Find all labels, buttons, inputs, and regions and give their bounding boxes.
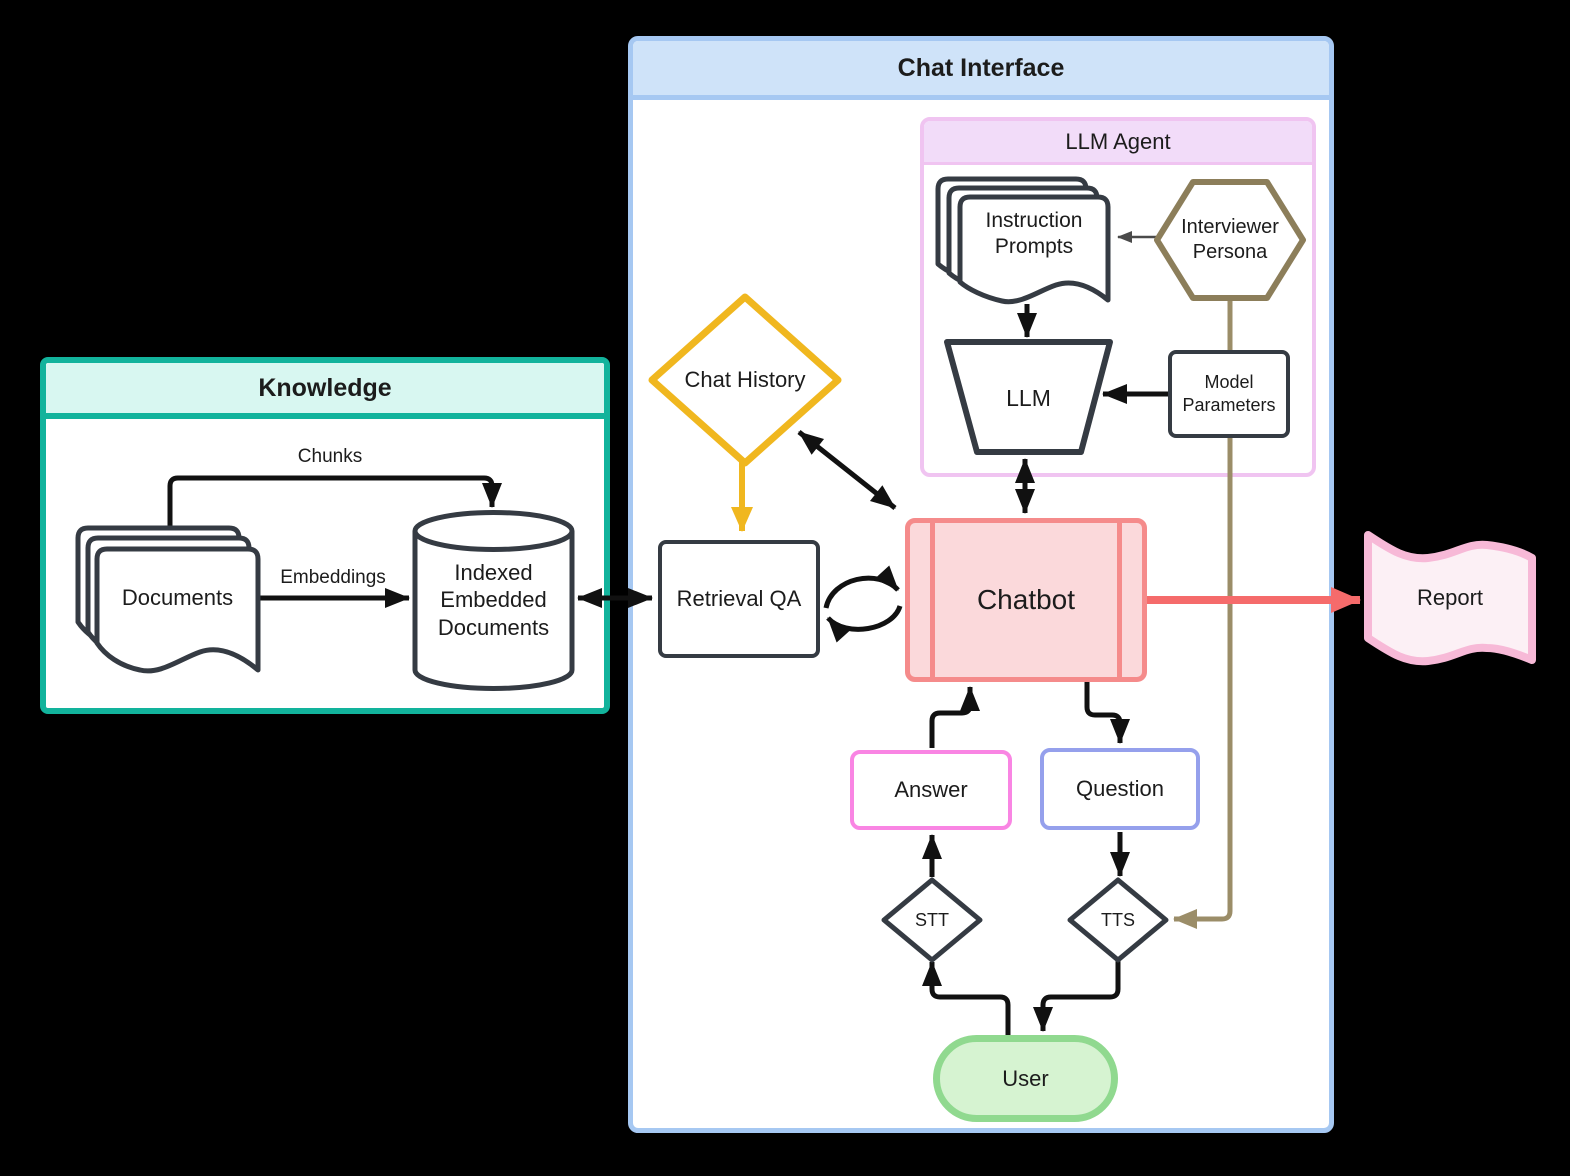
- llm-label: LLM: [1006, 384, 1051, 411]
- chatbot-inner-line-left: [930, 523, 935, 677]
- retrieval-qa-label: Retrieval QA: [676, 586, 802, 611]
- interviewer-persona-label: Interviewer Persona: [1181, 216, 1279, 263]
- answer-node: Answer: [850, 750, 1012, 830]
- user-node: User: [933, 1035, 1118, 1122]
- answer-label: Answer: [894, 777, 968, 802]
- model-parameters-node: Model Parameters: [1168, 350, 1290, 438]
- chatbot-label: Chatbot: [976, 584, 1076, 615]
- chunks-label: Chunks: [297, 446, 363, 468]
- knowledge-container: Knowledge: [40, 357, 610, 714]
- knowledge-header: Knowledge: [46, 363, 604, 419]
- model-parameters-label: Model Parameters: [1182, 371, 1276, 415]
- retrieval-qa-node: Retrieval QA: [658, 540, 820, 658]
- chatbot-inner-line-right: [1117, 523, 1122, 677]
- chat-history-label: Chat History: [684, 367, 806, 393]
- knowledge-title: Knowledge: [258, 373, 392, 402]
- chat-interface-header: Chat Interface: [633, 41, 1329, 100]
- user-label: User: [1002, 1065, 1049, 1091]
- instruction-prompts-label: Instruction Prompts: [985, 208, 1083, 258]
- question-label: Question: [1075, 776, 1165, 801]
- tts-label: TTS: [1101, 909, 1135, 930]
- chatbot-node: Chatbot: [905, 518, 1147, 682]
- indexed-documents-label: Indexed Embedded Documents: [437, 559, 550, 640]
- embeddings-label: Embeddings: [280, 567, 386, 589]
- report-label: Report: [1416, 585, 1484, 611]
- llm-agent-title: LLM Agent: [1065, 128, 1171, 154]
- question-node: Question: [1040, 748, 1200, 830]
- llm-agent-header: LLM Agent: [924, 121, 1312, 165]
- stt-label: STT: [915, 909, 949, 930]
- chat-interface-title: Chat Interface: [897, 53, 1065, 82]
